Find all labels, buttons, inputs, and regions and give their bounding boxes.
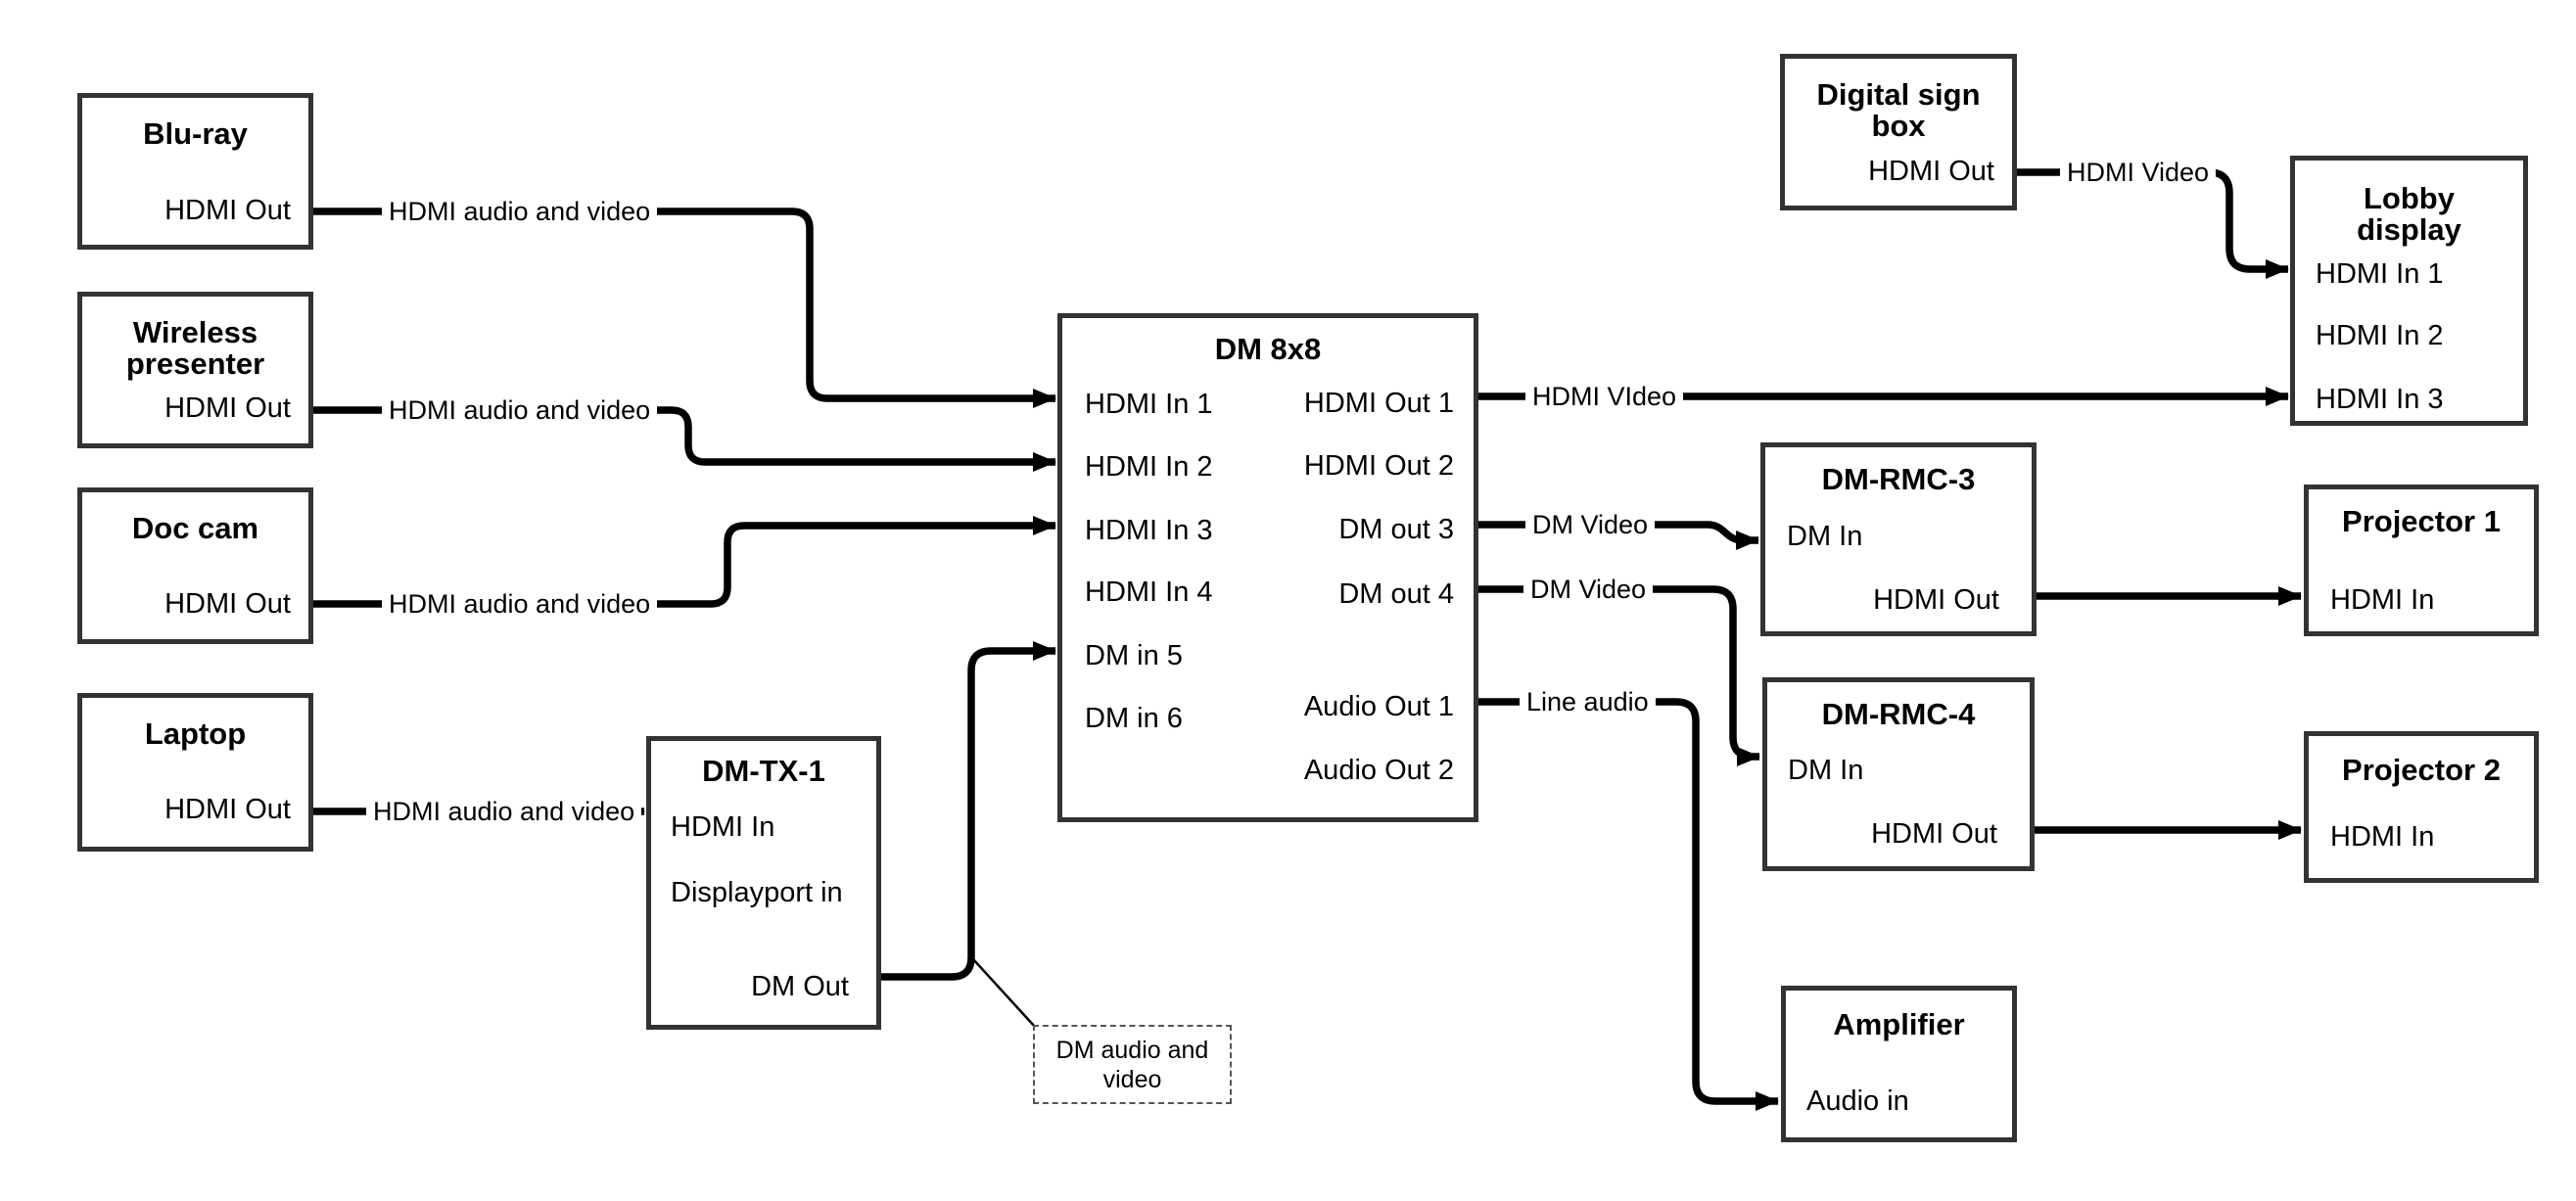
node-title: DM-RMC-3 bbox=[1821, 462, 1976, 496]
edge-label-line-audio: Line audio bbox=[1520, 686, 1656, 717]
port-dm-in-5: DM in 5 bbox=[1085, 640, 1183, 671]
node-projector-1: Projector 1 HDMI In bbox=[2304, 485, 2539, 636]
node-title: Lobby display bbox=[2357, 181, 2461, 247]
node-title: Laptop bbox=[144, 716, 247, 751]
node-title: Wireless presenter bbox=[125, 315, 265, 381]
node-title: DM 8x8 bbox=[1214, 332, 1322, 366]
node-dm-8x8: DM 8x8 HDMI In 1 HDMI In 2 HDMI In 3 HDM… bbox=[1057, 313, 1478, 822]
port-hdmi-in-2: HDMI In 2 bbox=[2316, 320, 2444, 351]
port-hdmi-in-1: HDMI In 1 bbox=[2316, 258, 2444, 290]
port-hdmi-in: HDMI In bbox=[2330, 821, 2435, 853]
node-title: Digital sign box bbox=[1816, 77, 1981, 143]
edge-label-blu-ray: HDMI audio and video bbox=[382, 196, 658, 227]
node-title: Doc cam bbox=[131, 511, 259, 545]
edge-dm-tx1-to-dm8x8-in5 bbox=[881, 641, 1056, 981]
note-dm-audio-and-video: DM audio and video bbox=[1033, 1025, 1232, 1104]
edge-label-wireless: HDMI audio and video bbox=[382, 394, 658, 426]
port-dm-in: DM In bbox=[1787, 521, 1863, 552]
port-dm-in-6: DM in 6 bbox=[1085, 703, 1183, 734]
edge-wireless-to-dm8x8-in2 bbox=[313, 406, 1056, 472]
port-audio-in: Audio in bbox=[1806, 1086, 1909, 1117]
edge-dm8x8-out3-to-rmc3 bbox=[1478, 521, 1759, 550]
port-hdmi-in-3: HDMI In 3 bbox=[1085, 515, 1213, 546]
edge-digital-sign-to-lobby-in1 bbox=[2017, 168, 2289, 279]
port-hdmi-out: HDMI Out bbox=[1868, 156, 1994, 187]
port-hdmi-out: HDMI Out bbox=[1873, 584, 1999, 616]
port-hdmi-out: HDMI Out bbox=[164, 393, 291, 424]
port-hdmi-out: HDMI Out bbox=[1871, 818, 1997, 850]
edge-audio-out1-to-amplifier bbox=[1478, 698, 1779, 1111]
port-hdmi-out: HDMI Out bbox=[164, 794, 291, 825]
node-title: Projector 1 bbox=[2342, 504, 2501, 538]
node-digital-sign-box: Digital sign box HDMI Out bbox=[1780, 54, 2017, 210]
edge-doc-cam-to-dm8x8-in3 bbox=[313, 516, 1056, 608]
edge-blu-ray-to-dm8x8-in1 bbox=[313, 208, 1056, 408]
edge-label-dm-out-4: DM Video bbox=[1523, 574, 1654, 605]
node-amplifier: Amplifier Audio in bbox=[1781, 986, 2017, 1142]
node-title: Blu-ray bbox=[143, 116, 248, 151]
node-projector-2: Projector 2 HDMI In bbox=[2304, 731, 2539, 883]
node-title: Projector 2 bbox=[2342, 753, 2501, 787]
node-title: DM-RMC-4 bbox=[1821, 697, 1976, 731]
node-title: DM-TX-1 bbox=[702, 754, 825, 788]
port-displayport-in: Displayport in bbox=[671, 877, 843, 908]
port-hdmi-in: HDMI In bbox=[2330, 584, 2435, 616]
note-leader-line bbox=[972, 958, 1036, 1028]
node-doc-cam: Doc cam HDMI Out bbox=[77, 487, 313, 644]
node-dm-tx-1: DM-TX-1 HDMI In Displayport in DM Out bbox=[646, 736, 881, 1030]
port-hdmi-out-1: HDMI Out 1 bbox=[1303, 388, 1454, 419]
port-hdmi-out: HDMI Out bbox=[164, 588, 291, 620]
port-audio-out-2: Audio Out 2 bbox=[1303, 755, 1454, 786]
port-hdmi-in-4: HDMI In 4 bbox=[1085, 577, 1213, 608]
node-laptop: Laptop HDMI Out bbox=[77, 693, 313, 852]
node-lobby-display: Lobby display HDMI In 1 HDMI In 2 HDMI I… bbox=[2290, 156, 2528, 426]
port-hdmi-out: HDMI Out bbox=[164, 195, 291, 226]
port-dm-in: DM In bbox=[1788, 755, 1864, 786]
port-dm-out-4: DM out 4 bbox=[1338, 578, 1454, 610]
port-hdmi-in-3: HDMI In 3 bbox=[2316, 384, 2444, 415]
node-wireless-presenter: Wireless presenter HDMI Out bbox=[77, 292, 313, 448]
edge-label-hdmi-out-1: HDMI VIdeo bbox=[1525, 381, 1684, 412]
node-title: Amplifier bbox=[1833, 1007, 1965, 1041]
port-hdmi-in-2: HDMI In 2 bbox=[1085, 451, 1213, 483]
port-dm-out-3: DM out 3 bbox=[1338, 514, 1454, 545]
node-blu-ray: Blu-ray HDMI Out bbox=[77, 93, 313, 250]
node-dm-rmc-4: DM-RMC-4 DM In HDMI Out bbox=[1762, 677, 2035, 871]
edge-label-laptop: HDMI audio and video bbox=[366, 796, 642, 827]
node-dm-rmc-3: DM-RMC-3 DM In HDMI Out bbox=[1760, 442, 2037, 636]
edge-label-doc-cam: HDMI audio and video bbox=[382, 588, 658, 620]
edge-label-dm-out-3: DM Video bbox=[1525, 509, 1656, 540]
port-hdmi-in-1: HDMI In 1 bbox=[1085, 389, 1213, 420]
port-audio-out-1: Audio Out 1 bbox=[1303, 691, 1454, 722]
port-dm-out: DM Out bbox=[751, 971, 849, 1002]
edge-label-digital-sign: HDMI Video bbox=[2060, 157, 2217, 188]
edge-dm8x8-out4-to-rmc4 bbox=[1478, 585, 1760, 766]
port-hdmi-out-2: HDMI Out 2 bbox=[1303, 450, 1454, 482]
port-hdmi-in: HDMI In bbox=[671, 811, 775, 843]
